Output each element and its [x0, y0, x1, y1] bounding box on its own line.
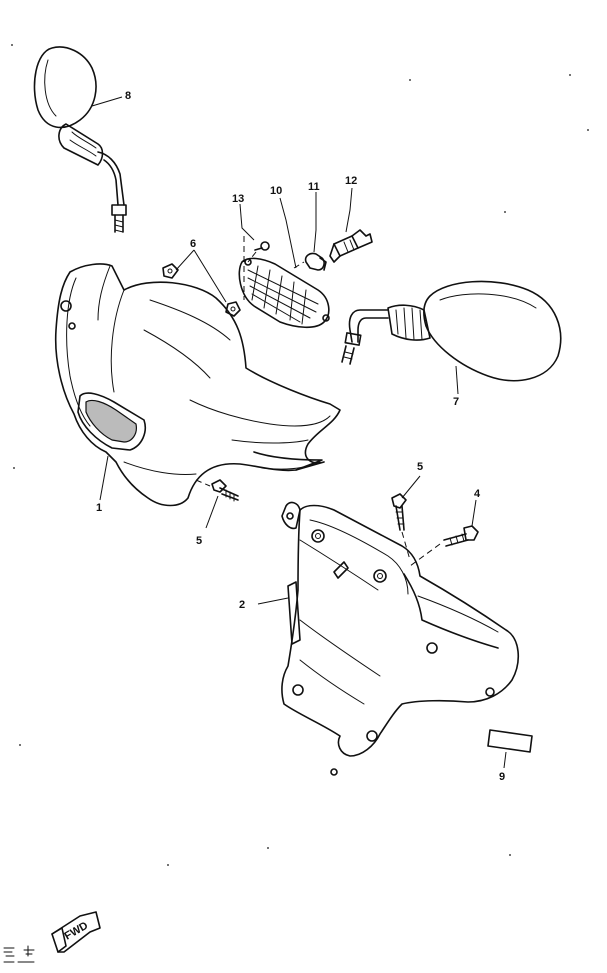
- callout-1: 1: [96, 502, 102, 514]
- screw-5-left: [195, 479, 239, 529]
- leader-lines-lamp: [239, 187, 353, 269]
- rear-cover: [257, 501, 519, 776]
- callout-labels: 8 13 10 11 12 6 7 1 5 5 4 2 9: [96, 90, 505, 783]
- bulb-11: [304, 252, 327, 271]
- socket-12: [329, 229, 373, 263]
- callout-7: 7: [453, 396, 459, 408]
- screw-5-right: [391, 475, 421, 561]
- callout-2: 2: [239, 599, 245, 611]
- screw-4: [409, 499, 479, 567]
- lamp-lens: [238, 257, 330, 329]
- callout-5b: 5: [417, 461, 423, 473]
- specks: [11, 44, 589, 866]
- fwd-arrow: FWD: [51, 911, 101, 953]
- mirror-left: [33, 46, 127, 233]
- mirror-right: [341, 280, 562, 395]
- fwd-label: FWD: [63, 920, 91, 943]
- callout-13: 13: [232, 193, 244, 205]
- callout-4: 4: [474, 488, 481, 500]
- callout-10: 10: [270, 185, 282, 197]
- nut-6: [162, 236, 245, 317]
- corner-marks: [3, 945, 35, 963]
- callout-6: 6: [190, 238, 196, 250]
- front-cover: [54, 263, 341, 507]
- callout-12: 12: [345, 175, 357, 187]
- callout-9: 9: [499, 771, 505, 783]
- callout-11: 11: [308, 181, 320, 193]
- screw-13: [247, 241, 270, 263]
- label-9: [487, 729, 533, 769]
- callout-8: 8: [125, 90, 131, 102]
- callout-5a: 5: [196, 535, 202, 547]
